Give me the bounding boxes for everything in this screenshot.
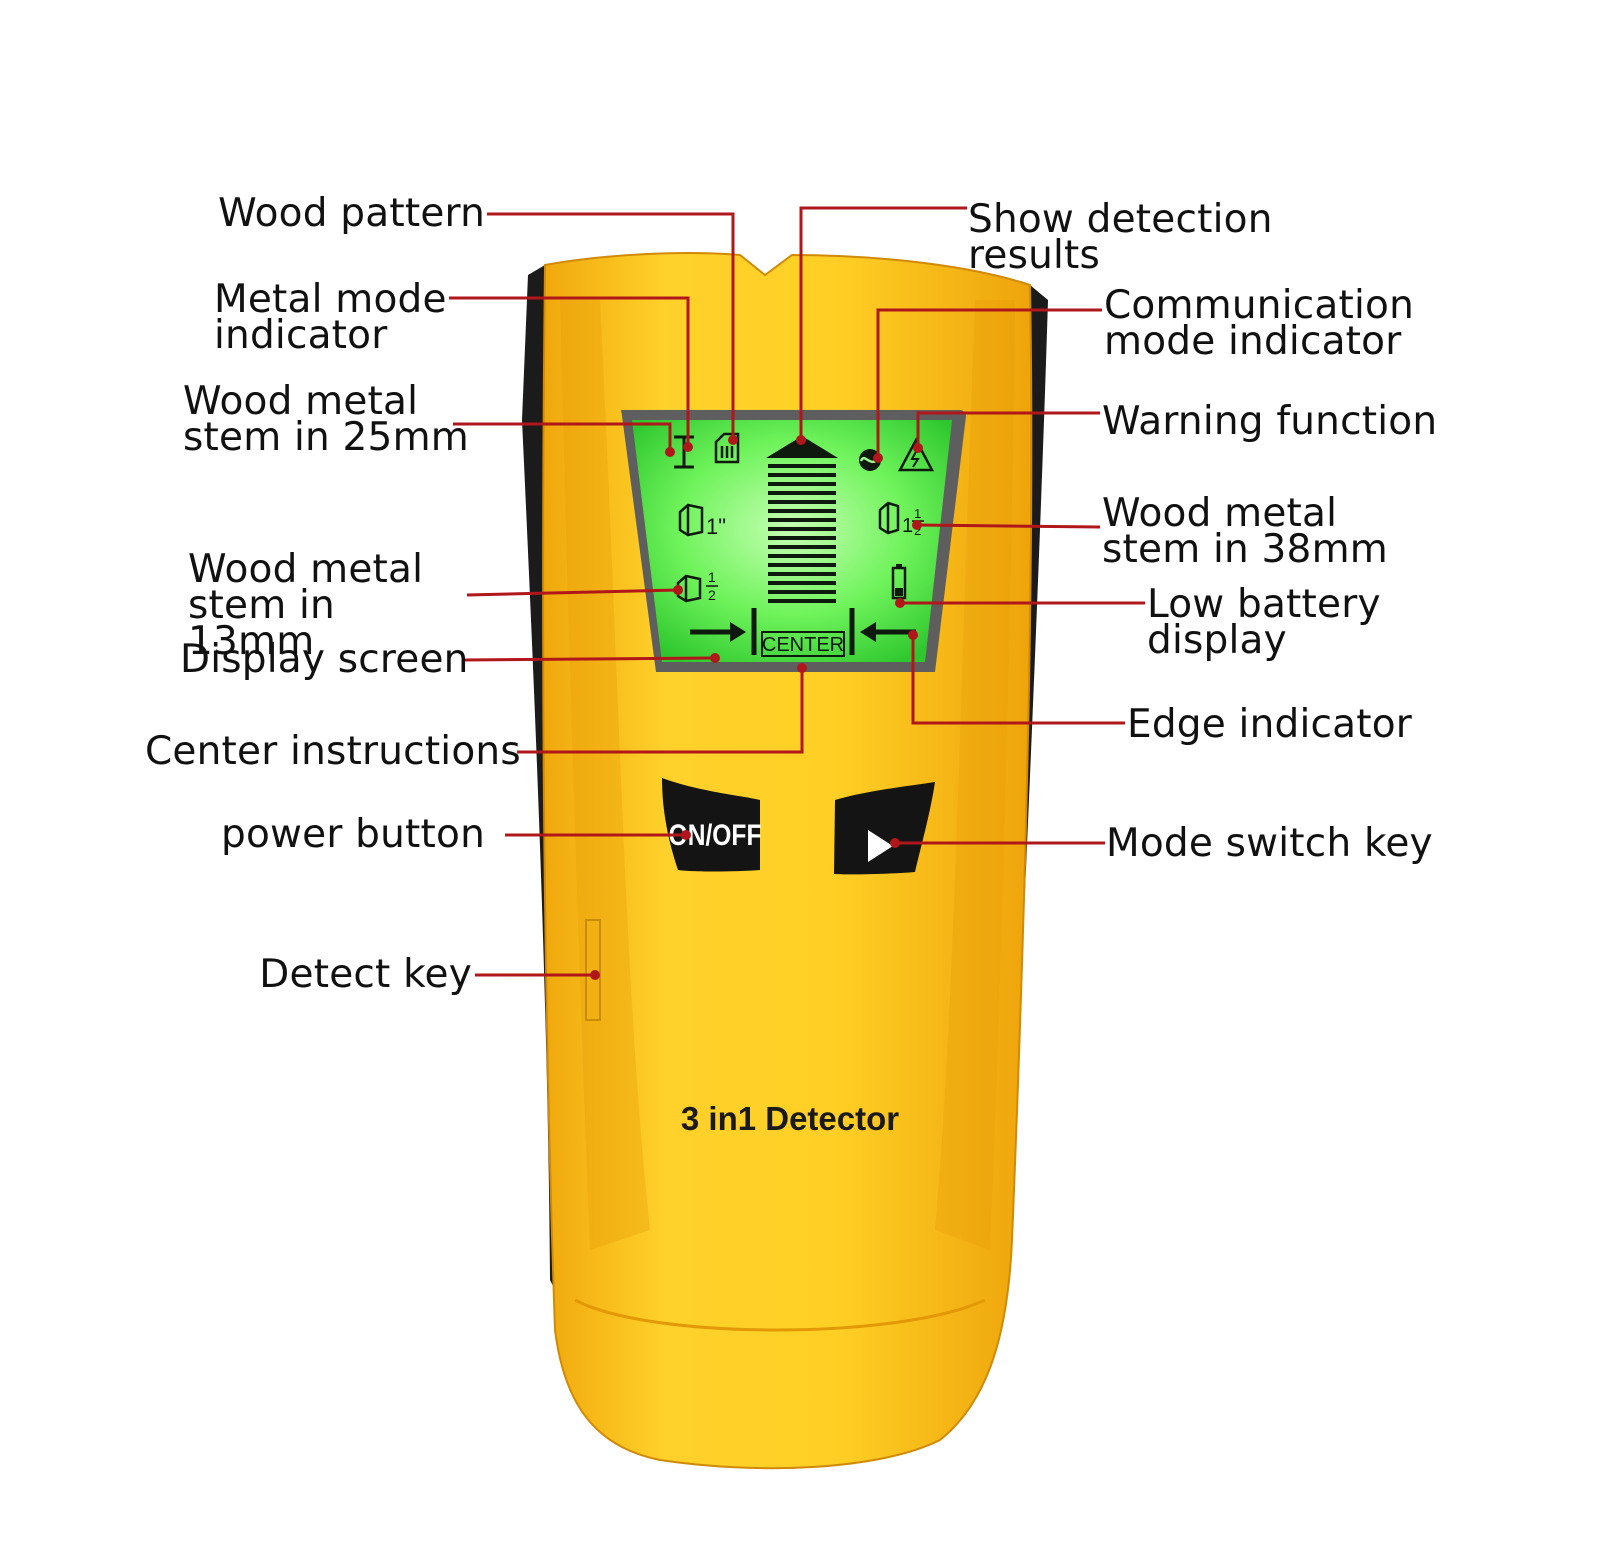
arrow-right-icon — [690, 622, 746, 642]
size-half-num: 1 — [708, 569, 716, 585]
wood-stem-half-icon — [676, 574, 702, 603]
wood-block-icon — [714, 432, 740, 464]
detect-key[interactable] — [585, 919, 601, 1021]
label-detect-key: Detect key — [259, 952, 472, 997]
product-name: 3 in1 Detector — [681, 1100, 899, 1137]
size-1half-num: 1 — [914, 506, 921, 521]
label-edge-indicator: Edge indicator — [1127, 702, 1413, 747]
label-stem-25mm: Wood metal stem in 25mm — [183, 379, 469, 460]
label-power-button: power button — [221, 812, 485, 857]
label-mode-switch: Mode switch key — [1106, 821, 1433, 866]
size-1half-whole: 1 — [902, 515, 913, 537]
detection-bar-graph — [766, 436, 838, 603]
left-grip-panel — [560, 300, 650, 1250]
label-wood-pattern: Wood pattern — [218, 191, 485, 236]
leader-lines — [449, 206, 1145, 977]
label-show-results: Show detection results — [968, 197, 1273, 278]
label-display-screen: Display screen — [180, 637, 469, 682]
wood-stem-1half-icon — [878, 501, 900, 535]
label-center-instructions: Center instructions — [145, 729, 521, 774]
low-battery-icon — [891, 564, 907, 600]
size-1in-label: 1" — [706, 514, 726, 539]
lcd-screen — [632, 420, 952, 662]
i-beam-icon — [674, 435, 694, 469]
label-stem-13mm: Wood metal stem in 13mm — [188, 547, 424, 664]
mode-switch-button[interactable] — [834, 782, 935, 875]
bottom-ridge — [574, 1298, 986, 1332]
center-text: CENTER — [762, 634, 844, 656]
label-warning-function: Warning function — [1102, 399, 1438, 444]
label-stem-38mm: Wood metal stem in 38mm — [1102, 491, 1388, 572]
label-metal-mode: Metal mode indicator — [214, 277, 447, 358]
center-box — [761, 631, 845, 657]
size-1half-den: 2 — [914, 523, 921, 538]
detection-peak-arrow — [766, 436, 838, 458]
right-grip-panel — [935, 300, 1015, 1250]
label-low-battery: Low battery display — [1147, 582, 1381, 663]
play-triangle-icon — [868, 830, 893, 862]
high-voltage-warning-icon — [897, 437, 935, 472]
size-half-den: 2 — [708, 587, 716, 603]
leader-dots — [590, 435, 923, 980]
wood-stem-1in-icon — [678, 503, 704, 537]
label-communication-mode: Communication mode indicator — [1104, 283, 1414, 364]
